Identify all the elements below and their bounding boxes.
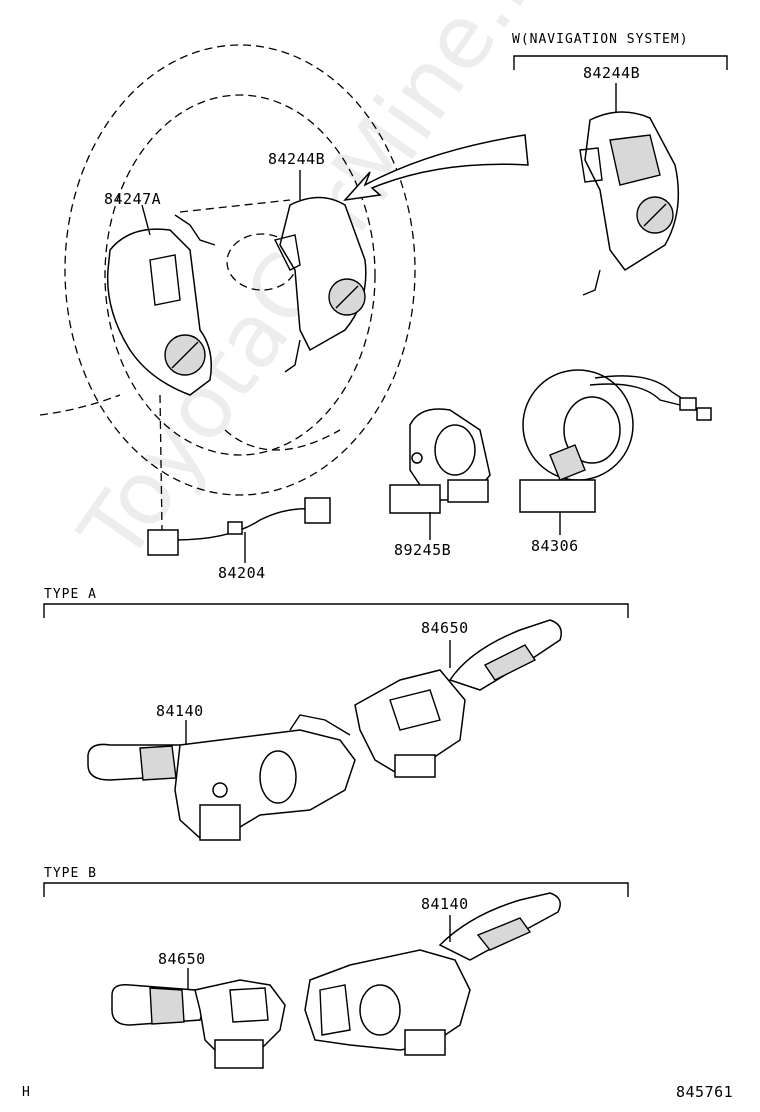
type-a-bracket — [43, 603, 629, 618]
wire-harness — [147, 394, 331, 556]
type-b-combination-switch — [304, 892, 561, 1056]
type-a-title: TYPE A — [44, 587, 97, 602]
type-a-wiper-switch — [354, 619, 562, 778]
part-label-84650-a: 84650 — [421, 619, 469, 637]
switch-cover-center — [273, 196, 367, 373]
part-label-84244b: 84244B — [268, 150, 326, 168]
leader-lines — [141, 83, 617, 990]
part-label-84247a: 84247A — [104, 190, 162, 208]
nav-system-bracket — [513, 55, 728, 70]
nav-system-title: W(NAVIGATION SYSTEM) — [512, 32, 689, 47]
part-label-84650-b: 84650 — [158, 950, 206, 968]
type-a-combination-switch-left — [87, 714, 356, 841]
part-label-84244b-nav: 84244B — [583, 64, 641, 82]
direction-arrow — [343, 134, 529, 202]
type-b-bracket — [43, 882, 629, 897]
diagram-number: 845761 — [676, 1083, 734, 1101]
type-b-title: TYPE B — [44, 866, 97, 881]
nav-switch-cover — [579, 111, 680, 296]
steering-sensor — [389, 408, 491, 514]
part-label-84140-b: 84140 — [421, 895, 469, 913]
spiral-cable — [519, 369, 712, 513]
footer-left-code: H — [22, 1085, 31, 1100]
part-label-84140-a: 84140 — [156, 702, 204, 720]
part-label-84204: 84204 — [218, 564, 266, 582]
part-label-84306: 84306 — [531, 537, 579, 555]
part-label-89245b: 89245B — [394, 541, 452, 559]
switch-cover-left — [106, 214, 216, 396]
type-b-wiper-switch — [111, 979, 286, 1069]
